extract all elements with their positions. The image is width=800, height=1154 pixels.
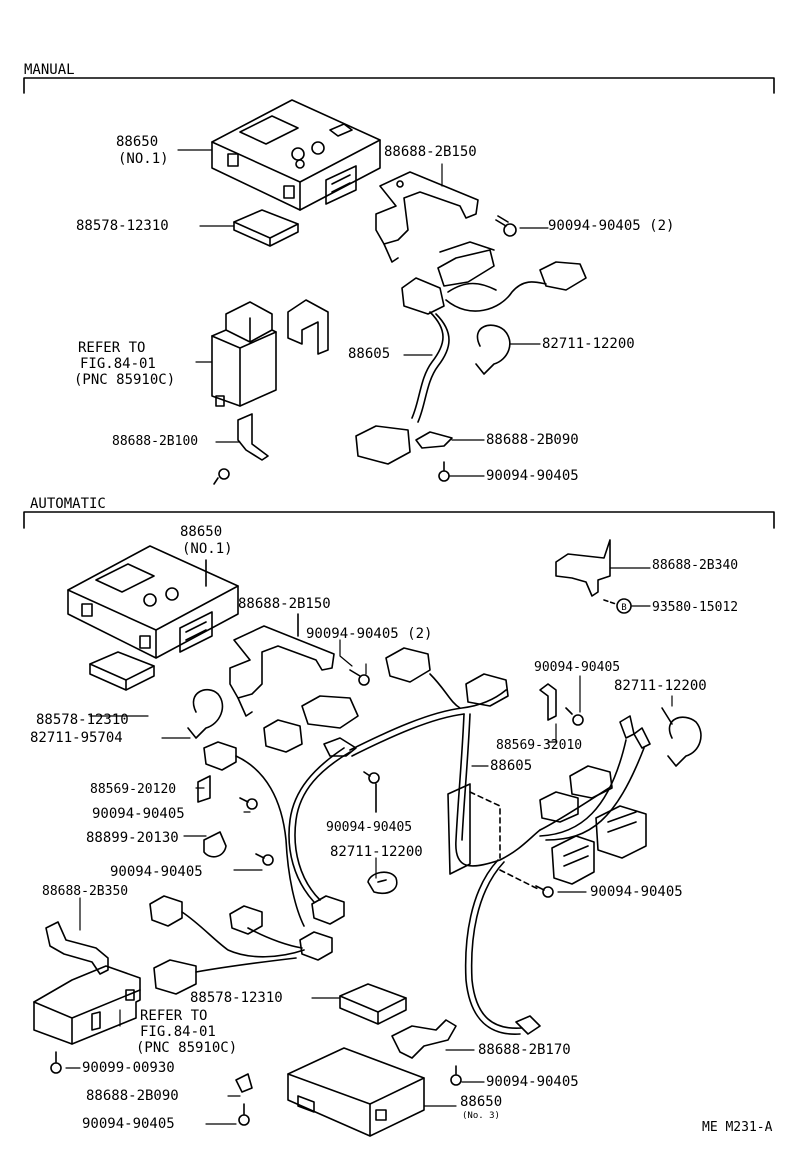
manual-harness-88605	[355, 241, 587, 465]
label-manual-screw-2: 90094-90405 (2)	[548, 218, 675, 234]
auto-clamp-12200-mid	[367, 871, 398, 894]
manual-bracket-2b150	[375, 171, 479, 263]
diagram-code: ME M231-A	[702, 1120, 773, 1135]
auto-cover-88578	[89, 651, 155, 691]
auto-computer-88650-no3	[287, 1047, 425, 1137]
label-manual-screw: 90094-90405	[486, 468, 579, 484]
manual-relay-refer	[211, 301, 277, 407]
label-auto-95704: 82711-95704	[30, 730, 123, 746]
manual-leaders	[177, 149, 549, 477]
label-auto-screw-bottom-right: 90094-90405	[486, 1074, 579, 1090]
label-auto-screw-mid: 90094-90405	[326, 820, 413, 835]
clip-symbol-b: B	[621, 603, 626, 613]
manual-bracket-2b100	[213, 413, 269, 485]
label-auto-12200-mid: 82711-12200	[330, 844, 423, 860]
label-auto-2b090: 88688-2B090	[86, 1088, 179, 1104]
automatic-frame	[23, 511, 775, 529]
label-auto-88650: 88650	[180, 524, 223, 540]
label-auto-88605: 88605	[490, 758, 533, 774]
auto-clip-32010	[539, 683, 557, 721]
label-manual-2b090: 88688-2B090	[486, 432, 579, 448]
auto-clip-20130	[203, 831, 274, 866]
label-manual-fig: FIG.84-01	[80, 356, 156, 372]
label-auto-screw-top: 90094-90405	[534, 660, 621, 675]
label-auto-2b170: 88688-2B170	[478, 1042, 571, 1058]
label-auto-15012: 93580-15012	[652, 600, 739, 615]
label-manual-88650: 88650	[116, 134, 159, 150]
auto-bracket-2b150	[229, 613, 335, 717]
label-auto-00930: 90099-00930	[82, 1060, 175, 1076]
label-auto-screw-bottom: 90094-90405	[82, 1116, 175, 1132]
label-auto-screw-a: 90094-90405	[92, 806, 185, 822]
label-auto-screw-2: 90094-90405 (2)	[306, 626, 433, 642]
auto-leaders	[65, 567, 673, 1125]
manual-bracket-piece	[287, 299, 329, 355]
label-manual-2b100: 88688-2B100	[112, 434, 199, 449]
section-automatic-title: AUTOMATIC	[30, 496, 106, 512]
label-auto-12310: 88578-12310	[36, 712, 129, 728]
label-manual-88650-no: (NO.1)	[118, 151, 169, 167]
label-manual-12310: 88578-12310	[76, 218, 169, 234]
manual-frame	[23, 77, 775, 94]
label-auto-32010: 88569-32010	[496, 738, 583, 753]
auto-screws-bottom	[50, 1051, 462, 1126]
auto-computer-88650	[67, 545, 239, 659]
label-auto-20120: 88569-20120	[90, 782, 177, 797]
label-auto-12200-top: 82711-12200	[614, 678, 707, 694]
section-manual-title: MANUAL	[24, 62, 75, 78]
auto-clamp-95704	[187, 688, 224, 739]
label-auto-12310-b: 88578-12310	[190, 990, 283, 1006]
label-auto-screw-b: 90094-90405	[110, 864, 203, 880]
manual-bracket-2b090	[415, 431, 453, 482]
auto-screw-mid	[363, 771, 380, 813]
label-auto-88650-no: (NO.1)	[182, 541, 233, 557]
auto-cover-88578-b	[339, 983, 407, 1025]
label-manual-refer: REFER TO	[78, 340, 146, 356]
manual-screw-top	[495, 215, 517, 237]
label-manual-pnc: (PNC 85910C)	[74, 372, 176, 388]
auto-screw-right	[535, 885, 554, 898]
manual-cover-88578	[233, 209, 299, 247]
label-auto-2b150: 88688-2B150	[238, 596, 331, 612]
label-auto-refer: REFER TO	[140, 1008, 208, 1024]
label-auto-2b340: 88688-2B340	[652, 558, 739, 573]
auto-screw-top	[349, 669, 584, 726]
auto-clip-20120	[197, 775, 258, 810]
auto-bracket-2b170	[391, 1019, 457, 1059]
label-auto-fig: FIG.84-01	[140, 1024, 216, 1040]
label-manual-2b150: 88688-2B150	[384, 144, 477, 160]
auto-bracket-2b350	[45, 921, 109, 975]
auto-relay-refer	[33, 965, 141, 1045]
manual-clamp-12200	[475, 324, 511, 375]
label-auto-20130: 88899-20130	[86, 830, 179, 846]
label-auto-screw-right: 90094-90405	[590, 884, 683, 900]
label-auto-pnc: (PNC 85910C)	[136, 1040, 238, 1056]
auto-bracket-2b340	[555, 539, 632, 614]
label-auto-88650-no3: 88650	[460, 1094, 503, 1110]
label-manual-12200: 82711-12200	[542, 336, 635, 352]
label-manual-88605: 88605	[348, 346, 391, 362]
manual-computer-88650	[211, 99, 381, 211]
label-auto-no3: (No. 3)	[462, 1111, 500, 1121]
label-auto-2b350: 88688-2B350	[42, 884, 129, 899]
auto-harness-88605	[149, 647, 651, 1035]
auto-clamp-12200-right	[661, 707, 702, 767]
